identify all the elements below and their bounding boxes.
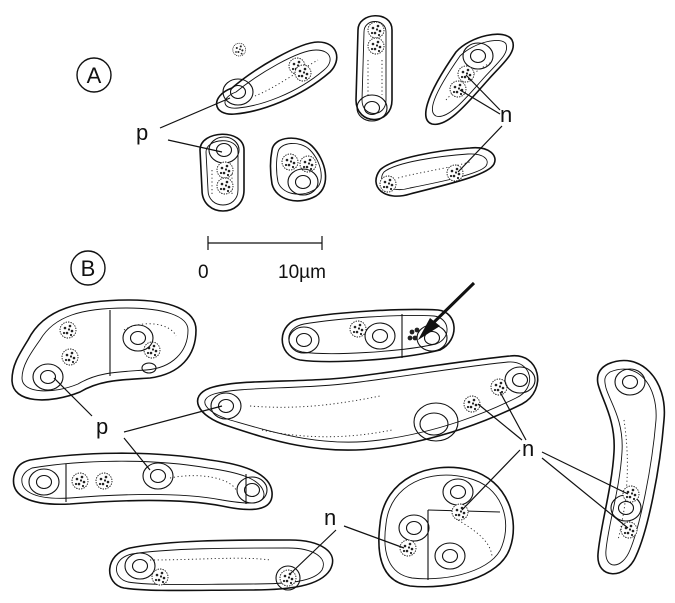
nucleus-b4a: [72, 473, 88, 489]
cell-b3: [198, 356, 538, 450]
cell-b2: [282, 309, 454, 361]
plastid-b3a: [211, 393, 241, 419]
panel-a: A: [77, 16, 513, 283]
nucleus-a3a: [458, 66, 474, 82]
plastid-a3: [463, 43, 493, 69]
nucleus-b4b: [96, 473, 112, 489]
plastid-b1a: [123, 325, 153, 351]
cell-b7: [597, 361, 664, 574]
plastid-b2a: [289, 327, 319, 353]
nucleus-a4a: [217, 162, 233, 178]
label-n-b1: n: [462, 392, 628, 528]
plastid-b6b: [399, 515, 429, 541]
nucleus-b1a: [60, 322, 76, 338]
plastid-b7a: [615, 369, 645, 395]
plastid-b6a: [443, 479, 473, 505]
plastid-a5: [288, 169, 318, 195]
cell-b6: [379, 467, 513, 586]
plastid-a2: [357, 95, 387, 121]
plastid-b1b: [33, 364, 63, 390]
svg-text:p: p: [136, 120, 148, 145]
nucleus-b2: [350, 321, 366, 337]
panel-a-badge: A: [77, 58, 111, 92]
nucleus-b5b: [280, 570, 296, 586]
nucleus-a4b: [217, 178, 233, 194]
cell-a4: [200, 134, 244, 211]
svg-text:B: B: [81, 256, 96, 281]
arrow: [418, 283, 474, 340]
nucleus-a1a: [233, 43, 246, 56]
nucleus-a2b: [368, 38, 384, 54]
svg-text:n: n: [500, 102, 512, 127]
plastid-b3b: [505, 367, 535, 393]
plastid-b6c: [435, 543, 465, 569]
nucleus-a3b: [450, 81, 466, 97]
nucleus-a6b: [447, 165, 463, 181]
plastid-b4a: [29, 469, 59, 495]
cell-a6: [376, 148, 495, 196]
nucleus-a5a: [282, 154, 298, 170]
svg-text:p: p: [96, 414, 108, 439]
nucleus-b5a: [152, 569, 168, 585]
nucleus-b1b: [62, 349, 78, 365]
nucleus-a2a: [368, 22, 384, 38]
plastid-b2b: [365, 323, 395, 349]
nucleus-b1c: [144, 342, 160, 358]
nuclei-a1: [289, 58, 311, 81]
scale-bar: 0 10µm: [198, 236, 326, 283]
nucleus-b7a: [623, 486, 639, 502]
cell-a1: [217, 42, 337, 114]
label-n-b2: n: [290, 505, 404, 574]
nucleus-a1c: [295, 65, 311, 81]
svg-text:n: n: [324, 505, 336, 530]
scale-end-label: 10µm: [278, 262, 326, 283]
nucleus-a6a: [380, 176, 396, 192]
cell-b1: [12, 300, 196, 400]
nucleus-b3a: [464, 396, 480, 412]
svg-text:n: n: [522, 436, 534, 461]
scale-start-label: 0: [198, 262, 209, 283]
label-p-a: p: [136, 98, 230, 152]
svg-text:A: A: [87, 63, 102, 88]
cell-a2: [356, 16, 392, 121]
plastid-b5a: [125, 553, 155, 579]
panel-b-badge: B: [71, 251, 105, 285]
panel-b: B: [12, 251, 664, 591]
cell-a5: [271, 138, 326, 201]
